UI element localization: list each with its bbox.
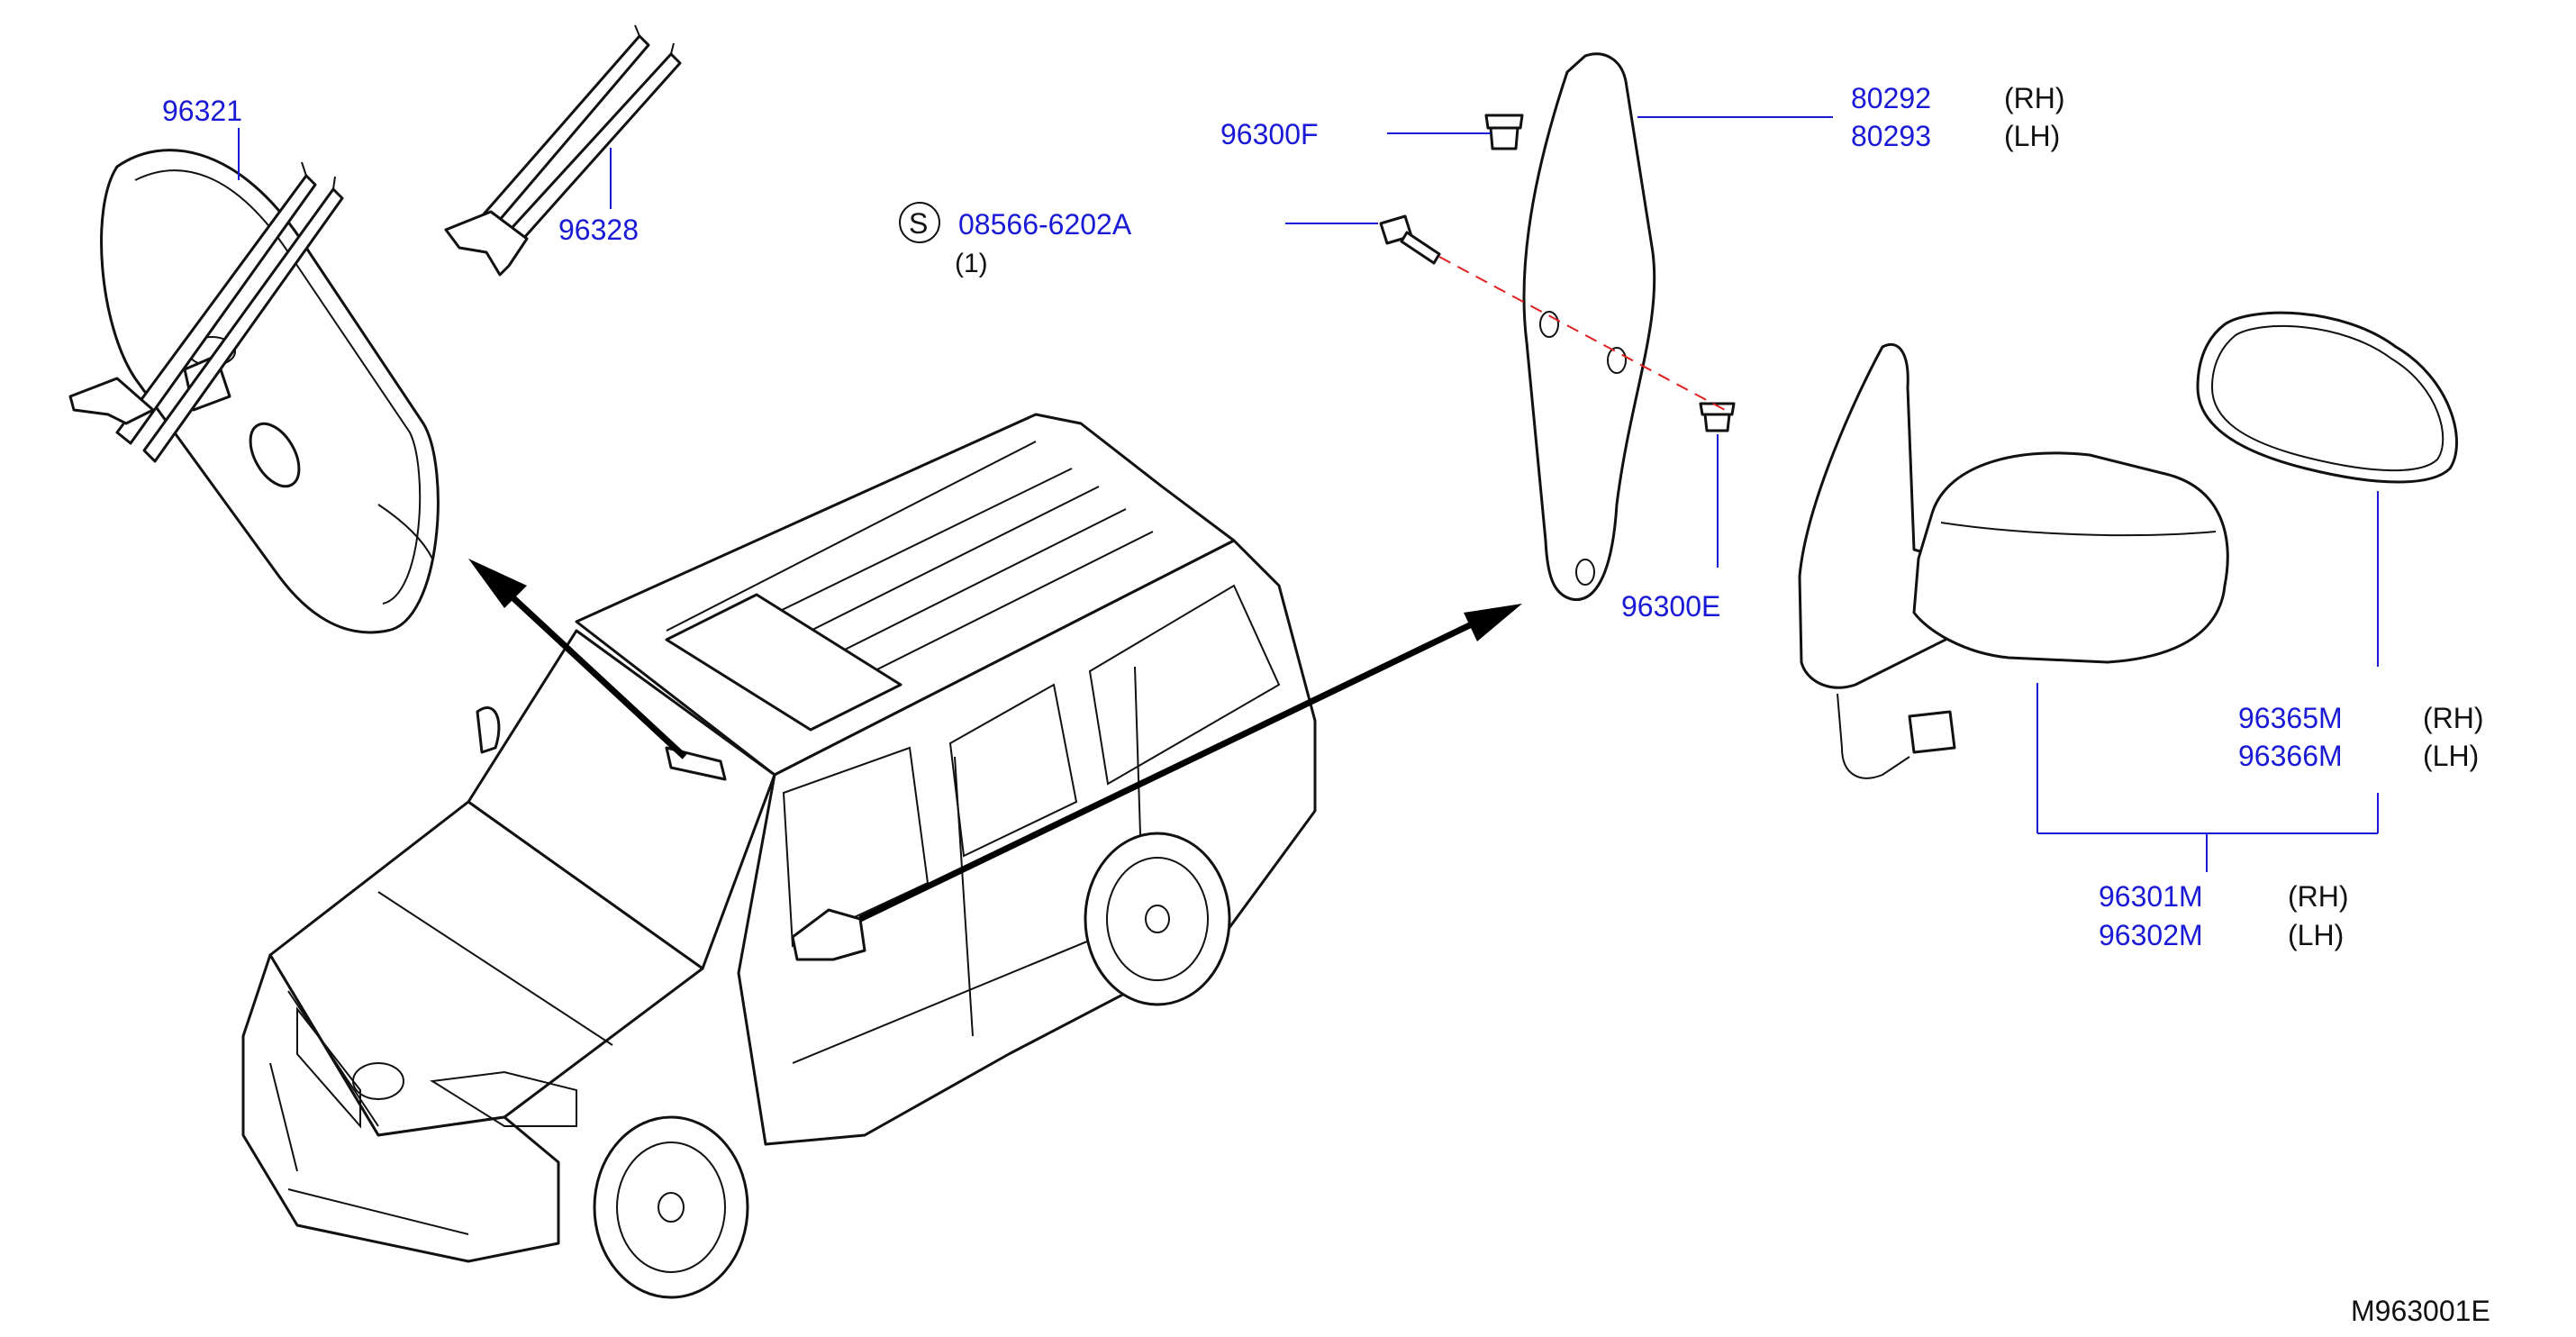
label-glass-lh: 96366M — [2238, 740, 2343, 772]
mirror-bracket-attached — [68, 161, 344, 463]
callout-arrows — [468, 559, 1522, 923]
label-garnish-lh-side: (LH) — [2004, 120, 2060, 152]
label-glass-rh-side: (RH) — [2423, 702, 2484, 734]
leader-lines — [238, 116, 2379, 872]
label-inside-mirror: 96321 — [162, 95, 242, 127]
alignment-dashed-line — [1438, 256, 1726, 411]
label-door-mirror-rh-side: (RH) — [2288, 880, 2349, 913]
drawing-code: M963001E — [2351, 1295, 2490, 1327]
label-screw-qty: (1) — [955, 249, 988, 278]
door-mirror-illustration — [1798, 343, 2229, 779]
label-garnish-rh-side: (RH) — [2004, 82, 2065, 114]
vehicle-illustration — [241, 413, 1317, 1299]
label-glass-rh: 96365M — [2238, 702, 2343, 734]
screw-symbol: S — [909, 207, 928, 240]
screw-symbol-circle — [899, 202, 940, 243]
label-mirror-bracket: 96328 — [558, 214, 639, 246]
label-clip-lower: 96300E — [1621, 590, 1720, 623]
inside-mirror-illustration — [100, 149, 440, 634]
label-clip-upper: 96300F — [1220, 118, 1319, 150]
mirror-bracket-illustration — [444, 24, 682, 277]
label-screw: 08566-6202A — [958, 208, 1132, 241]
screw-callout: S 08566-6202A (1) — [899, 202, 1132, 278]
clip-lower-illustration — [1699, 402, 1736, 432]
screw-illustration — [1379, 214, 1441, 265]
label-garnish-lh: 80293 — [1851, 120, 1931, 152]
label-door-mirror-lh-side: (LH) — [2288, 919, 2344, 951]
label-door-mirror-rh: 96301M — [2099, 880, 2203, 913]
label-door-mirror-lh: 96302M — [2099, 919, 2203, 951]
label-glass-lh-side: (LH) — [2423, 740, 2479, 772]
label-garnish-rh: 80292 — [1851, 82, 1931, 114]
clip-upper-illustration — [1484, 114, 1524, 150]
mirror-garnish-illustration — [1522, 52, 1656, 602]
mirror-glass-illustration — [2196, 311, 2458, 484]
